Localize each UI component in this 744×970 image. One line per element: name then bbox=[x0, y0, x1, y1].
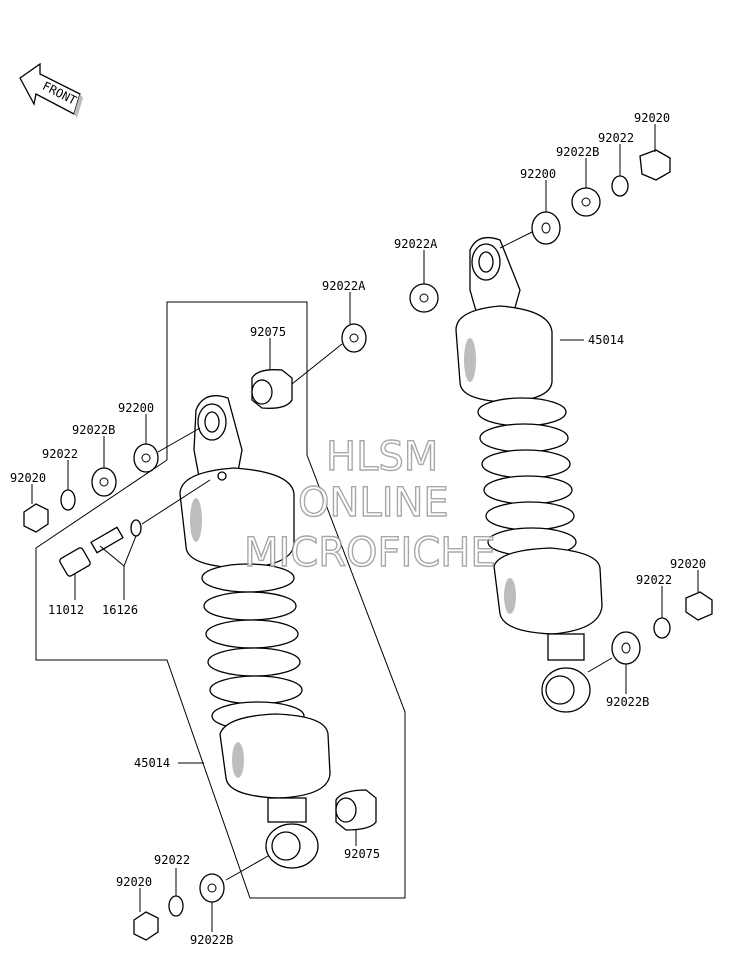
label-92022: 92022 bbox=[154, 853, 190, 867]
right-shock-absorber bbox=[455, 236, 603, 713]
label-92022: 92022 bbox=[598, 131, 634, 145]
left-bottom-washer-92022b bbox=[199, 873, 225, 903]
right-top-washer-92022b bbox=[571, 187, 601, 217]
right-top-spacer-92200 bbox=[531, 211, 561, 245]
label-11012: 11012 bbox=[48, 603, 84, 617]
left-top-washer-92022b bbox=[91, 467, 117, 497]
label-92022: 92022 bbox=[42, 447, 78, 461]
right-bottom-washer-92022 bbox=[653, 617, 671, 639]
label-92075: 92075 bbox=[250, 325, 286, 339]
left-top-washer-92022 bbox=[60, 489, 76, 511]
left-top-spacer-92200 bbox=[133, 443, 159, 473]
right-upper-hardware bbox=[409, 149, 671, 313]
right-bottom-washer-92022b bbox=[611, 631, 641, 665]
label-16126: 16126 bbox=[102, 603, 138, 617]
valve-o-ring-16126 bbox=[130, 519, 142, 537]
label-92020: 92020 bbox=[634, 111, 670, 125]
label-92022b: 92022B bbox=[72, 423, 115, 437]
label-92075: 92075 bbox=[344, 847, 380, 861]
left-top-washer-92022a bbox=[341, 323, 367, 353]
front-arrow-icon: FRONT bbox=[19, 62, 83, 118]
left-lower-hardware bbox=[133, 789, 377, 941]
label-92020: 92020 bbox=[10, 471, 46, 485]
label-92022b: 92022B bbox=[556, 145, 599, 159]
right-top-washer-92022 bbox=[611, 175, 629, 197]
right-bottom-nut-92020 bbox=[685, 591, 713, 621]
leader-lines bbox=[31, 124, 699, 932]
label-45014: 45014 bbox=[588, 333, 624, 347]
left-top-nut-92020 bbox=[23, 503, 49, 533]
label-92020: 92020 bbox=[670, 557, 706, 571]
valve-cap-11012 bbox=[59, 547, 91, 577]
label-45014: 45014 bbox=[134, 756, 170, 770]
label-92022b: 92022B bbox=[190, 933, 233, 947]
label-92022a: 92022A bbox=[322, 279, 366, 293]
watermark-line-2: ONLINE bbox=[298, 480, 449, 526]
watermark: HLSM ONLINE MICROFICHE bbox=[243, 433, 496, 576]
label-92022b: 92022B bbox=[606, 695, 649, 709]
right-top-nut-92020 bbox=[639, 149, 671, 181]
label-92020: 92020 bbox=[116, 875, 152, 889]
label-92200: 92200 bbox=[118, 401, 154, 415]
left-upper-hardware bbox=[23, 323, 367, 577]
watermark-line-1: HLSM bbox=[326, 434, 438, 480]
left-bottom-washer-92022 bbox=[168, 895, 184, 917]
watermark-line-3: MICROFICHE bbox=[244, 530, 496, 576]
air-valve-16126 bbox=[90, 526, 124, 554]
right-shock-spring bbox=[477, 397, 577, 557]
assembly-bracket-outline bbox=[35, 301, 406, 899]
right-top-washer-92022a bbox=[409, 283, 439, 313]
right-lower-hardware bbox=[587, 591, 713, 673]
label-92022: 92022 bbox=[636, 573, 672, 587]
left-shock-spring bbox=[201, 563, 305, 731]
left-shock-absorber bbox=[179, 395, 331, 869]
left-bottom-nut-92020 bbox=[133, 911, 159, 941]
label-92022a: 92022A bbox=[394, 237, 438, 251]
label-92200: 92200 bbox=[520, 167, 556, 181]
